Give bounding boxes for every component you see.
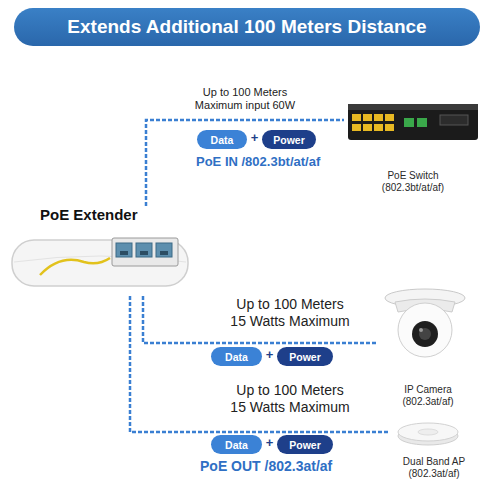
access-point-device [398,423,458,445]
note-label: Up to 100 Meters 15 Watts Maximum [227,296,353,330]
switch-device [348,104,478,140]
node-label: PoE Extender [40,206,138,224]
power-pill: Power [262,130,316,149]
plus-sign: + [247,130,262,146]
poe-cable [130,296,390,432]
node-label: IP Camera (802.3at/af) [392,384,464,408]
data-pill: Data [197,130,247,149]
extender-device [12,238,188,286]
power-pill: Power [277,435,333,454]
note-label: Up to 100 Meters 15 Watts Maximum [227,382,353,416]
plus-sign: + [262,435,277,451]
camera-node: IP Camera (802.3at/af) [378,286,478,408]
access-point-node: Dual Band AP (802.3at/af) [390,412,478,480]
extender-node: PoE Extender [10,206,196,296]
title-text: Extends Additional 100 Meters Distance [67,16,426,38]
node-label: Dual Band AP (802.3at/af) [394,456,474,480]
plus-sign: + [262,347,277,363]
node-label: PoE Switch (802.3bt/at/af) [368,170,458,194]
camera-device [385,289,465,357]
data-pill: Data [211,347,262,366]
note-label: PoE OUT /802.3at/af [200,458,370,475]
data-pill: Data [211,435,262,454]
note-label: Up to 100 Meters Maximum input 60W [190,86,300,112]
pill-text: Power [289,439,321,451]
pill-text: Power [289,351,321,363]
pill-text: Data [211,134,234,146]
switch-node: PoE Switch (802.3bt/at/af) [344,98,482,194]
pill-text: Data [225,351,248,363]
poe-cable [143,296,378,343]
pill-text: Power [273,134,305,146]
title-band: Extends Additional 100 Meters Distance [14,8,480,46]
power-pill: Power [277,347,333,366]
pill-text: Data [225,439,248,451]
note-label: PoE IN /802.3bt/at/af [196,154,356,170]
